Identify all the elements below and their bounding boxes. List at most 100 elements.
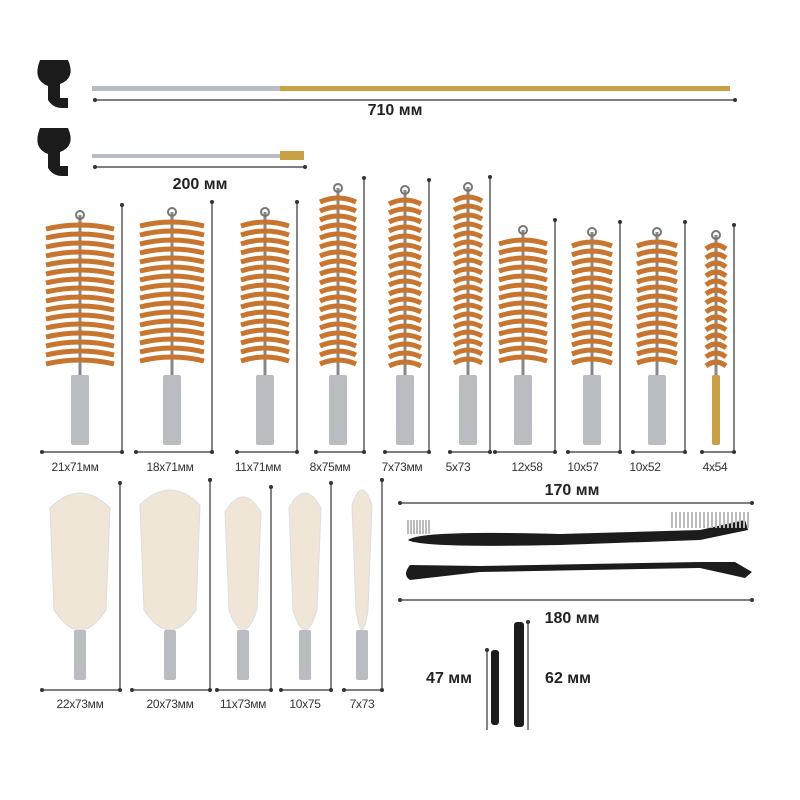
- bronze-bristle: [452, 275, 484, 285]
- bronze-bristle: [240, 219, 290, 229]
- bronze-bristle: [571, 320, 613, 330]
- cotton-mop-head: [49, 492, 111, 631]
- bronze-bristle: [636, 347, 678, 357]
- bronze-bristle: [571, 266, 613, 276]
- bronze-bristle: [45, 357, 115, 367]
- t-handle-icon: [37, 60, 71, 108]
- bronze-bristle: [704, 341, 728, 351]
- bronze-bristle: [387, 341, 423, 351]
- bronze-bristle: [318, 303, 358, 313]
- bronze-bristle: [571, 329, 613, 339]
- bronze-bristle: [45, 231, 115, 241]
- bronze-brush-size-label: 21x71мм: [51, 460, 99, 474]
- bronze-bristle: [240, 318, 290, 328]
- bronze-bristle: [240, 282, 290, 292]
- bronze-bristle: [387, 323, 423, 333]
- t-handle-icon: [37, 128, 71, 176]
- bronze-bristle: [636, 320, 678, 330]
- cotton-mop-head: [288, 492, 322, 631]
- bronze-bristle: [387, 359, 423, 369]
- bronze-bristle: [636, 248, 678, 258]
- bronze-bristle: [387, 260, 423, 270]
- bronze-bristle: [45, 321, 115, 331]
- dimension-dot: [40, 688, 44, 692]
- bronze-bristle: [318, 339, 358, 349]
- bronze-bristle: [45, 303, 115, 313]
- bronze-bristle: [571, 293, 613, 303]
- bronze-bristle: [139, 318, 205, 328]
- bronze-bristle: [636, 302, 678, 312]
- dimension-dot: [732, 223, 736, 227]
- bronze-bristle: [240, 291, 290, 301]
- bronze-bristle: [318, 249, 358, 259]
- dimension-dot: [314, 450, 318, 454]
- bronze-bristle: [318, 204, 358, 214]
- bronze-bristle: [240, 228, 290, 238]
- short-adapter: [491, 650, 499, 725]
- bronze-bristle: [498, 246, 548, 256]
- mop-threaded-base: [164, 630, 176, 680]
- pick-tool: [406, 562, 752, 580]
- cotton-mop-size-label: 10x75: [289, 697, 321, 711]
- bronze-bristle: [571, 347, 613, 357]
- bronze-bristle: [636, 338, 678, 348]
- bronze-bristle: [452, 221, 484, 231]
- bronze-bristle: [636, 311, 678, 321]
- bronze-bristle: [387, 269, 423, 279]
- dimension-dot: [566, 450, 570, 454]
- brush-threaded-base: [71, 375, 89, 445]
- bronze-bristle: [139, 219, 205, 229]
- long-adapter: [514, 622, 524, 727]
- bronze-brush-size-label: 8x75мм: [309, 460, 351, 474]
- bronze-bristle: [571, 248, 613, 258]
- bronze-brush-size-label: 7x73мм: [381, 460, 423, 474]
- bronze-bristle: [318, 267, 358, 277]
- bronze-bristle: [452, 212, 484, 222]
- double-end-brush-handle: [408, 520, 748, 546]
- dimension-dot: [134, 450, 138, 454]
- nylon-brush-length-label: 170 мм: [544, 482, 600, 499]
- bronze-bristle: [139, 237, 205, 247]
- brush-loop: [75, 210, 85, 220]
- dimension-dot: [130, 688, 134, 692]
- bronze-bristle: [45, 330, 115, 340]
- dimension-dot: [700, 450, 704, 454]
- bronze-bristle: [240, 273, 290, 283]
- bronze-bristle: [452, 302, 484, 312]
- bronze-brush-size-label: 18x71мм: [146, 460, 194, 474]
- dimension-dot: [383, 450, 387, 454]
- bronze-bristle: [452, 284, 484, 294]
- bronze-bristle: [45, 249, 115, 259]
- bronze-bristle: [498, 282, 548, 292]
- brush-threaded-base: [648, 375, 666, 445]
- bronze-bristle: [636, 257, 678, 267]
- bronze-bristle: [571, 239, 613, 249]
- bronze-bristle: [240, 264, 290, 274]
- mop-threaded-base: [299, 630, 311, 680]
- mop-threaded-base: [237, 630, 249, 680]
- bronze-bristle: [498, 300, 548, 310]
- bronze-bristle: [704, 251, 728, 261]
- bronze-bristle: [636, 275, 678, 285]
- bronze-bristle: [387, 287, 423, 297]
- brush-threaded-base: [163, 375, 181, 445]
- bronze-bristle: [571, 338, 613, 348]
- bronze-bristle: [704, 332, 728, 342]
- bronze-bristle: [387, 206, 423, 216]
- dimension-dot: [342, 688, 346, 692]
- dimension-dot: [750, 501, 754, 505]
- bronze-bristle: [318, 348, 358, 358]
- cotton-mop-head: [139, 489, 201, 631]
- mop-threaded-base: [356, 630, 368, 680]
- dimension-dot: [526, 620, 530, 624]
- bronze-bristle: [139, 264, 205, 274]
- bronze-bristle: [240, 309, 290, 319]
- bronze-bristle: [704, 350, 728, 360]
- bronze-bristle: [704, 287, 728, 297]
- dimension-dot: [683, 220, 687, 224]
- bronze-bristle: [452, 320, 484, 330]
- bronze-bristle: [498, 336, 548, 346]
- bronze-bristle: [387, 314, 423, 324]
- dimension-dot: [448, 450, 452, 454]
